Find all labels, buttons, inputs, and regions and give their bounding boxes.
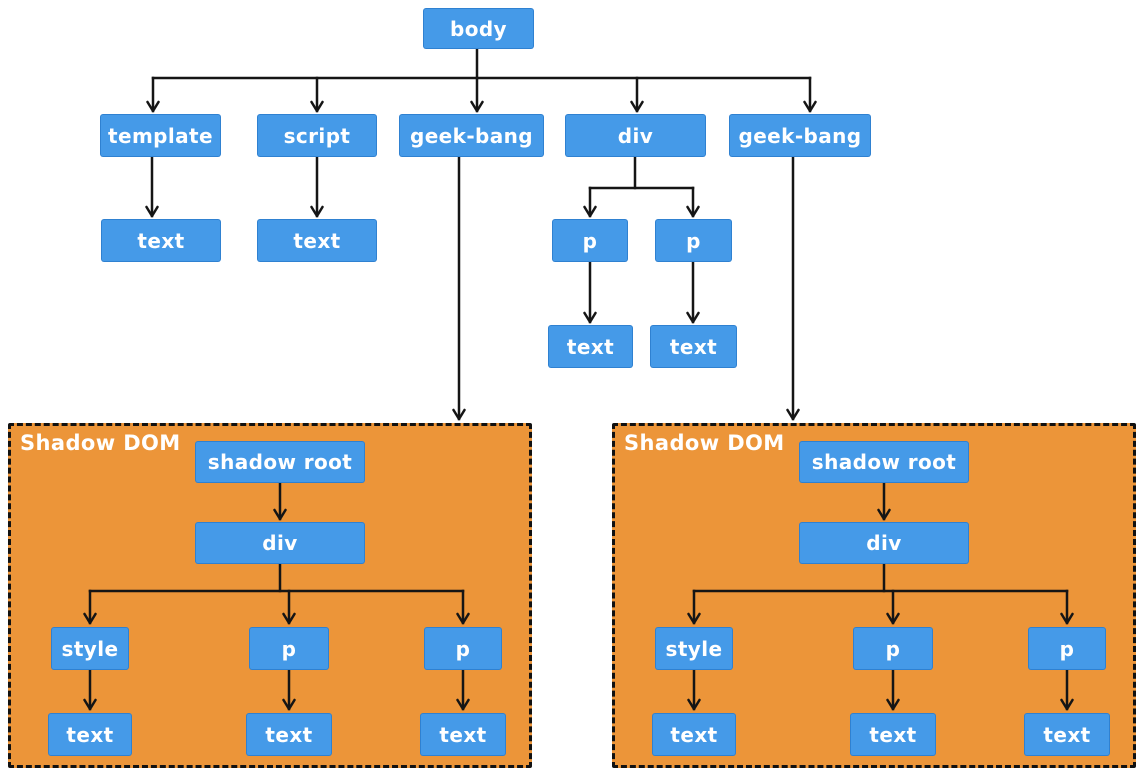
node-div: div: [799, 522, 969, 564]
shadow-dom-label: Shadow DOM: [624, 431, 785, 455]
node-text: text: [257, 219, 377, 262]
node-text: text: [650, 325, 737, 368]
node-text: text: [48, 713, 132, 756]
node-style: style: [51, 627, 129, 670]
node-text: text: [101, 219, 221, 262]
node-p-2: p: [655, 219, 732, 262]
node-text: text: [1024, 713, 1110, 756]
node-p-1: p: [853, 627, 933, 670]
node-text: text: [420, 713, 506, 756]
node-template: template: [100, 114, 221, 157]
node-shadow-root: shadow root: [195, 441, 365, 483]
node-geek-bang-1: geek-bang: [399, 114, 544, 157]
node-p-1: p: [249, 627, 329, 670]
node-style: style: [655, 627, 733, 670]
node-text: text: [246, 713, 332, 756]
node-shadow-root: shadow root: [799, 441, 969, 483]
node-geek-bang-2: geek-bang: [729, 114, 871, 157]
node-p-1: p: [552, 219, 628, 262]
node-div: div: [195, 522, 365, 564]
shadow-dom-label: Shadow DOM: [20, 431, 181, 455]
node-script: script: [257, 114, 377, 157]
node-text: text: [652, 713, 736, 756]
node-div: div: [565, 114, 706, 157]
node-text: text: [548, 325, 633, 368]
node-p-2: p: [424, 627, 502, 670]
edges-light-dom: [145, 155, 800, 421]
node-body: body: [423, 8, 534, 49]
edges-shadow-left: [83, 481, 470, 711]
node-p-2: p: [1028, 627, 1106, 670]
node-text: text: [850, 713, 936, 756]
edges-shadow-right: [687, 481, 1074, 711]
edges-body-children: [146, 47, 817, 113]
